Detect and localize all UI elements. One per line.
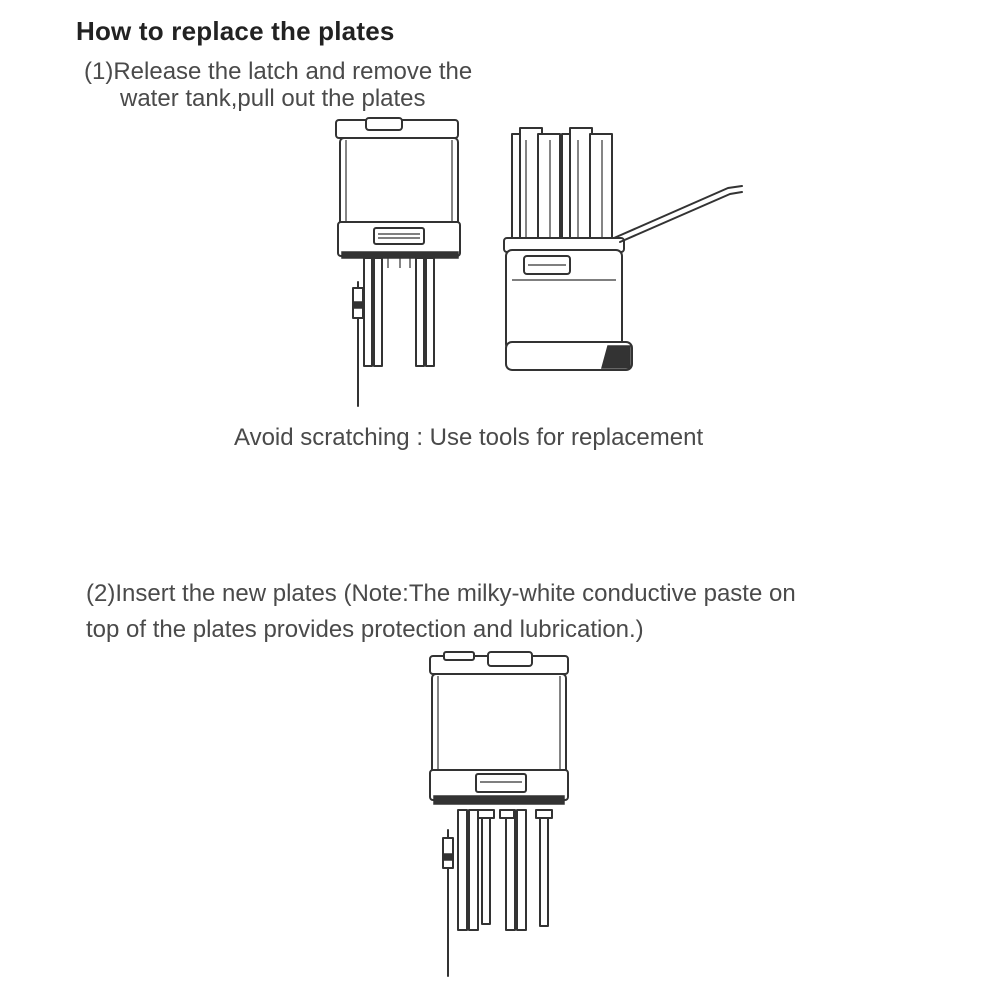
device-top-unit-icon bbox=[335, 117, 461, 407]
step-1-line-2: water tank,pull out the plates bbox=[120, 85, 426, 112]
device-new-plates-icon bbox=[429, 651, 569, 977]
step-2-instruction: (2)Insert the new plates (Note:The milky… bbox=[86, 576, 796, 648]
step-2-line-1: (2)Insert the new plates (Note:The milky… bbox=[86, 580, 796, 607]
page-title: How to replace the plates bbox=[76, 16, 395, 46]
water-tank-plates-icon bbox=[503, 127, 633, 371]
step-1-instruction: (1)Release the latch and remove the wate… bbox=[84, 58, 472, 112]
step-2-line-2: top of the plates provides protection an… bbox=[86, 616, 644, 643]
scratch-warning-caption: Avoid scratching : Use tools for replace… bbox=[234, 424, 704, 451]
step-1-line-1: (1)Release the latch and remove the bbox=[84, 58, 473, 85]
removal-tool-icon bbox=[613, 185, 743, 243]
